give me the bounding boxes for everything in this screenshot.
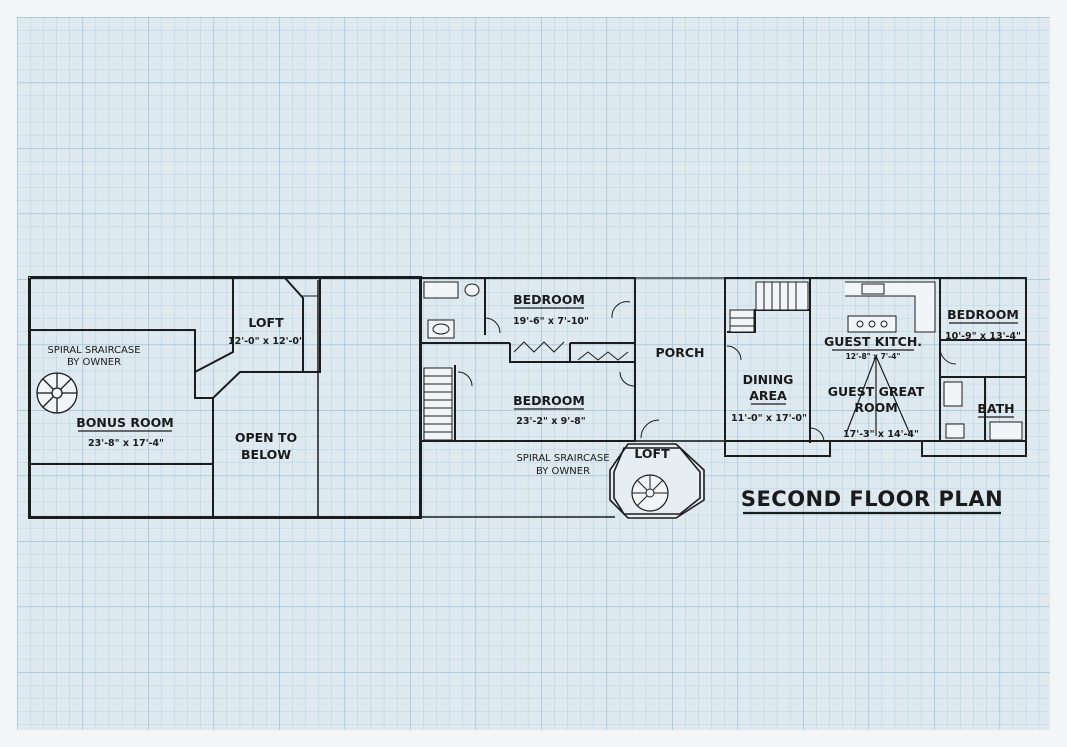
bonus-room-label: BONUS ROOM bbox=[76, 415, 173, 430]
plan-title: SECOND FLOOR PLAN bbox=[741, 487, 1003, 511]
bedroom-east-dims: 10'-9" x 13'-4" bbox=[945, 331, 1021, 342]
guest-great-room-line2: ROOM bbox=[854, 400, 897, 415]
spiral-note-west-line1: SPIRAL SRAIRCASE bbox=[47, 345, 140, 356]
guest-kitchen-label: GUEST KITCH. bbox=[824, 334, 922, 349]
bonus-room-dims: 23'-8" x 17'-4" bbox=[88, 438, 164, 449]
west-wing-walls bbox=[28, 276, 422, 519]
spiral-note-east-line2: BY OWNER bbox=[536, 466, 590, 477]
spiral-note-east-line1: SPIRAL SRAIRCASE bbox=[516, 453, 609, 464]
open-to-below-line1: OPEN TO bbox=[235, 430, 297, 445]
spiral-stair-east-icon bbox=[609, 443, 705, 519]
guest-great-room-line1: GUEST GREAT bbox=[828, 384, 925, 399]
east-wing-fixtures bbox=[726, 281, 1023, 442]
loft-west-label: LOFT bbox=[248, 315, 284, 330]
spiral-stair-west-icon bbox=[36, 372, 78, 414]
porch-label: PORCH bbox=[655, 345, 704, 360]
open-to-below-line2: BELOW bbox=[241, 447, 291, 462]
vaulted-ceiling-lines bbox=[845, 355, 911, 436]
bedroom-south-dims: 23'-2" x 9'-8" bbox=[516, 416, 585, 427]
central-fixtures bbox=[423, 281, 635, 441]
bedroom-east-label: BEDROOM bbox=[947, 307, 1019, 322]
plan-labels: LOFT 12'-0" x 12'-0" SPIRAL SRAIRCASE BY… bbox=[47, 292, 1021, 515]
dining-area-dims: 11'-0" x 17'-0" bbox=[731, 413, 807, 424]
bedroom-north-dims: 19'-6" x 7'-10" bbox=[513, 316, 589, 327]
loft-east-label: LOFT bbox=[634, 446, 670, 461]
bedroom-south-label: BEDROOM bbox=[513, 393, 585, 408]
loft-west-dims: 12'-0" x 12'-0" bbox=[228, 336, 304, 347]
dining-area-line2: AREA bbox=[749, 388, 787, 403]
bedroom-north-label: BEDROOM bbox=[513, 292, 585, 307]
spiral-note-west-line2: BY OWNER bbox=[67, 357, 121, 368]
guest-kitchen-dims: 12'-8" x 7'-4" bbox=[846, 352, 901, 361]
floor-plan bbox=[28, 276, 1027, 519]
bath-label: BATH bbox=[977, 401, 1014, 416]
guest-great-room-dims: 17'-3" x 14'-4" bbox=[843, 429, 919, 440]
dining-area-line1: DINING bbox=[743, 372, 794, 387]
